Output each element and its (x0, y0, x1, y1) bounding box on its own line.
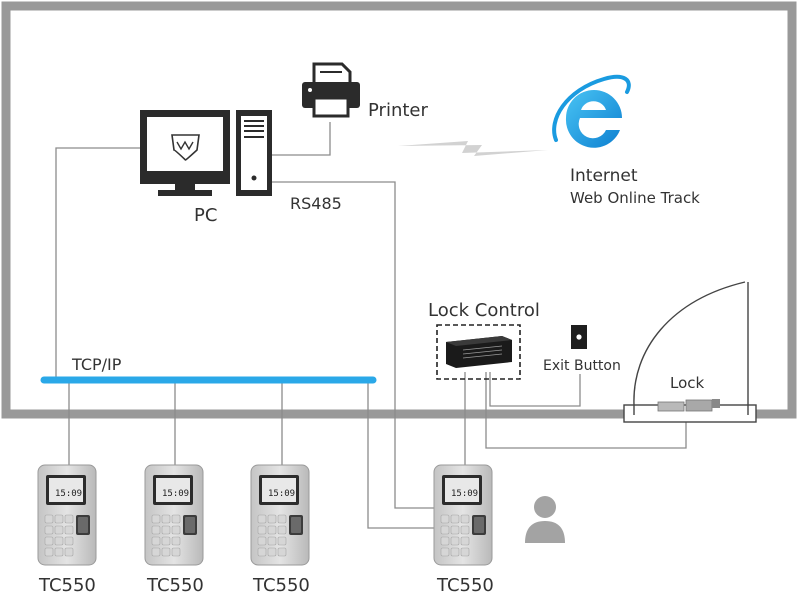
connection-wires (55, 122, 687, 529)
device-label: TC550 (436, 575, 494, 596)
lock-controller-icon (446, 336, 512, 368)
lock-label: Lock (670, 374, 705, 392)
fingerprint-terminal-icon: 15:09 (37, 464, 97, 566)
internet-label: Internet (570, 166, 638, 186)
device-screen-time: 15:09 (451, 489, 478, 499)
printer-icon (302, 62, 360, 118)
exit-button-icon (571, 325, 587, 349)
building-outline (1, 1, 797, 419)
wireless-link (398, 141, 548, 156)
internet-explorer-icon (552, 74, 631, 148)
device-label: TC550 (38, 575, 96, 596)
printer-label: Printer (368, 100, 428, 121)
device-label: TC550 (252, 575, 310, 596)
device-screen-time: 15:09 (268, 489, 295, 499)
lock-icon (657, 399, 720, 412)
exit-button-label: Exit Button (543, 358, 621, 374)
device-screen-time: 15:09 (55, 489, 82, 499)
lock-control-label: Lock Control (428, 300, 540, 321)
person-icon (525, 496, 565, 543)
device-screen-time: 15:09 (162, 489, 189, 499)
lock-control-frame (436, 324, 521, 380)
tcpip-label: TCP/IP (71, 355, 122, 374)
fingerprint-terminal-icon: 15:09 (250, 464, 310, 566)
fingerprint-terminal-icon: 15:09 (433, 464, 493, 566)
rs485-label: RS485 (290, 194, 342, 213)
web-online-track-label: Web Online Track (570, 189, 700, 207)
device-label: TC550 (146, 575, 204, 596)
computer-tower-icon (236, 110, 272, 196)
monitor-icon (140, 110, 230, 196)
fingerprint-terminal-icon: 15:09 (144, 464, 204, 566)
pc-label: PC (194, 205, 217, 226)
